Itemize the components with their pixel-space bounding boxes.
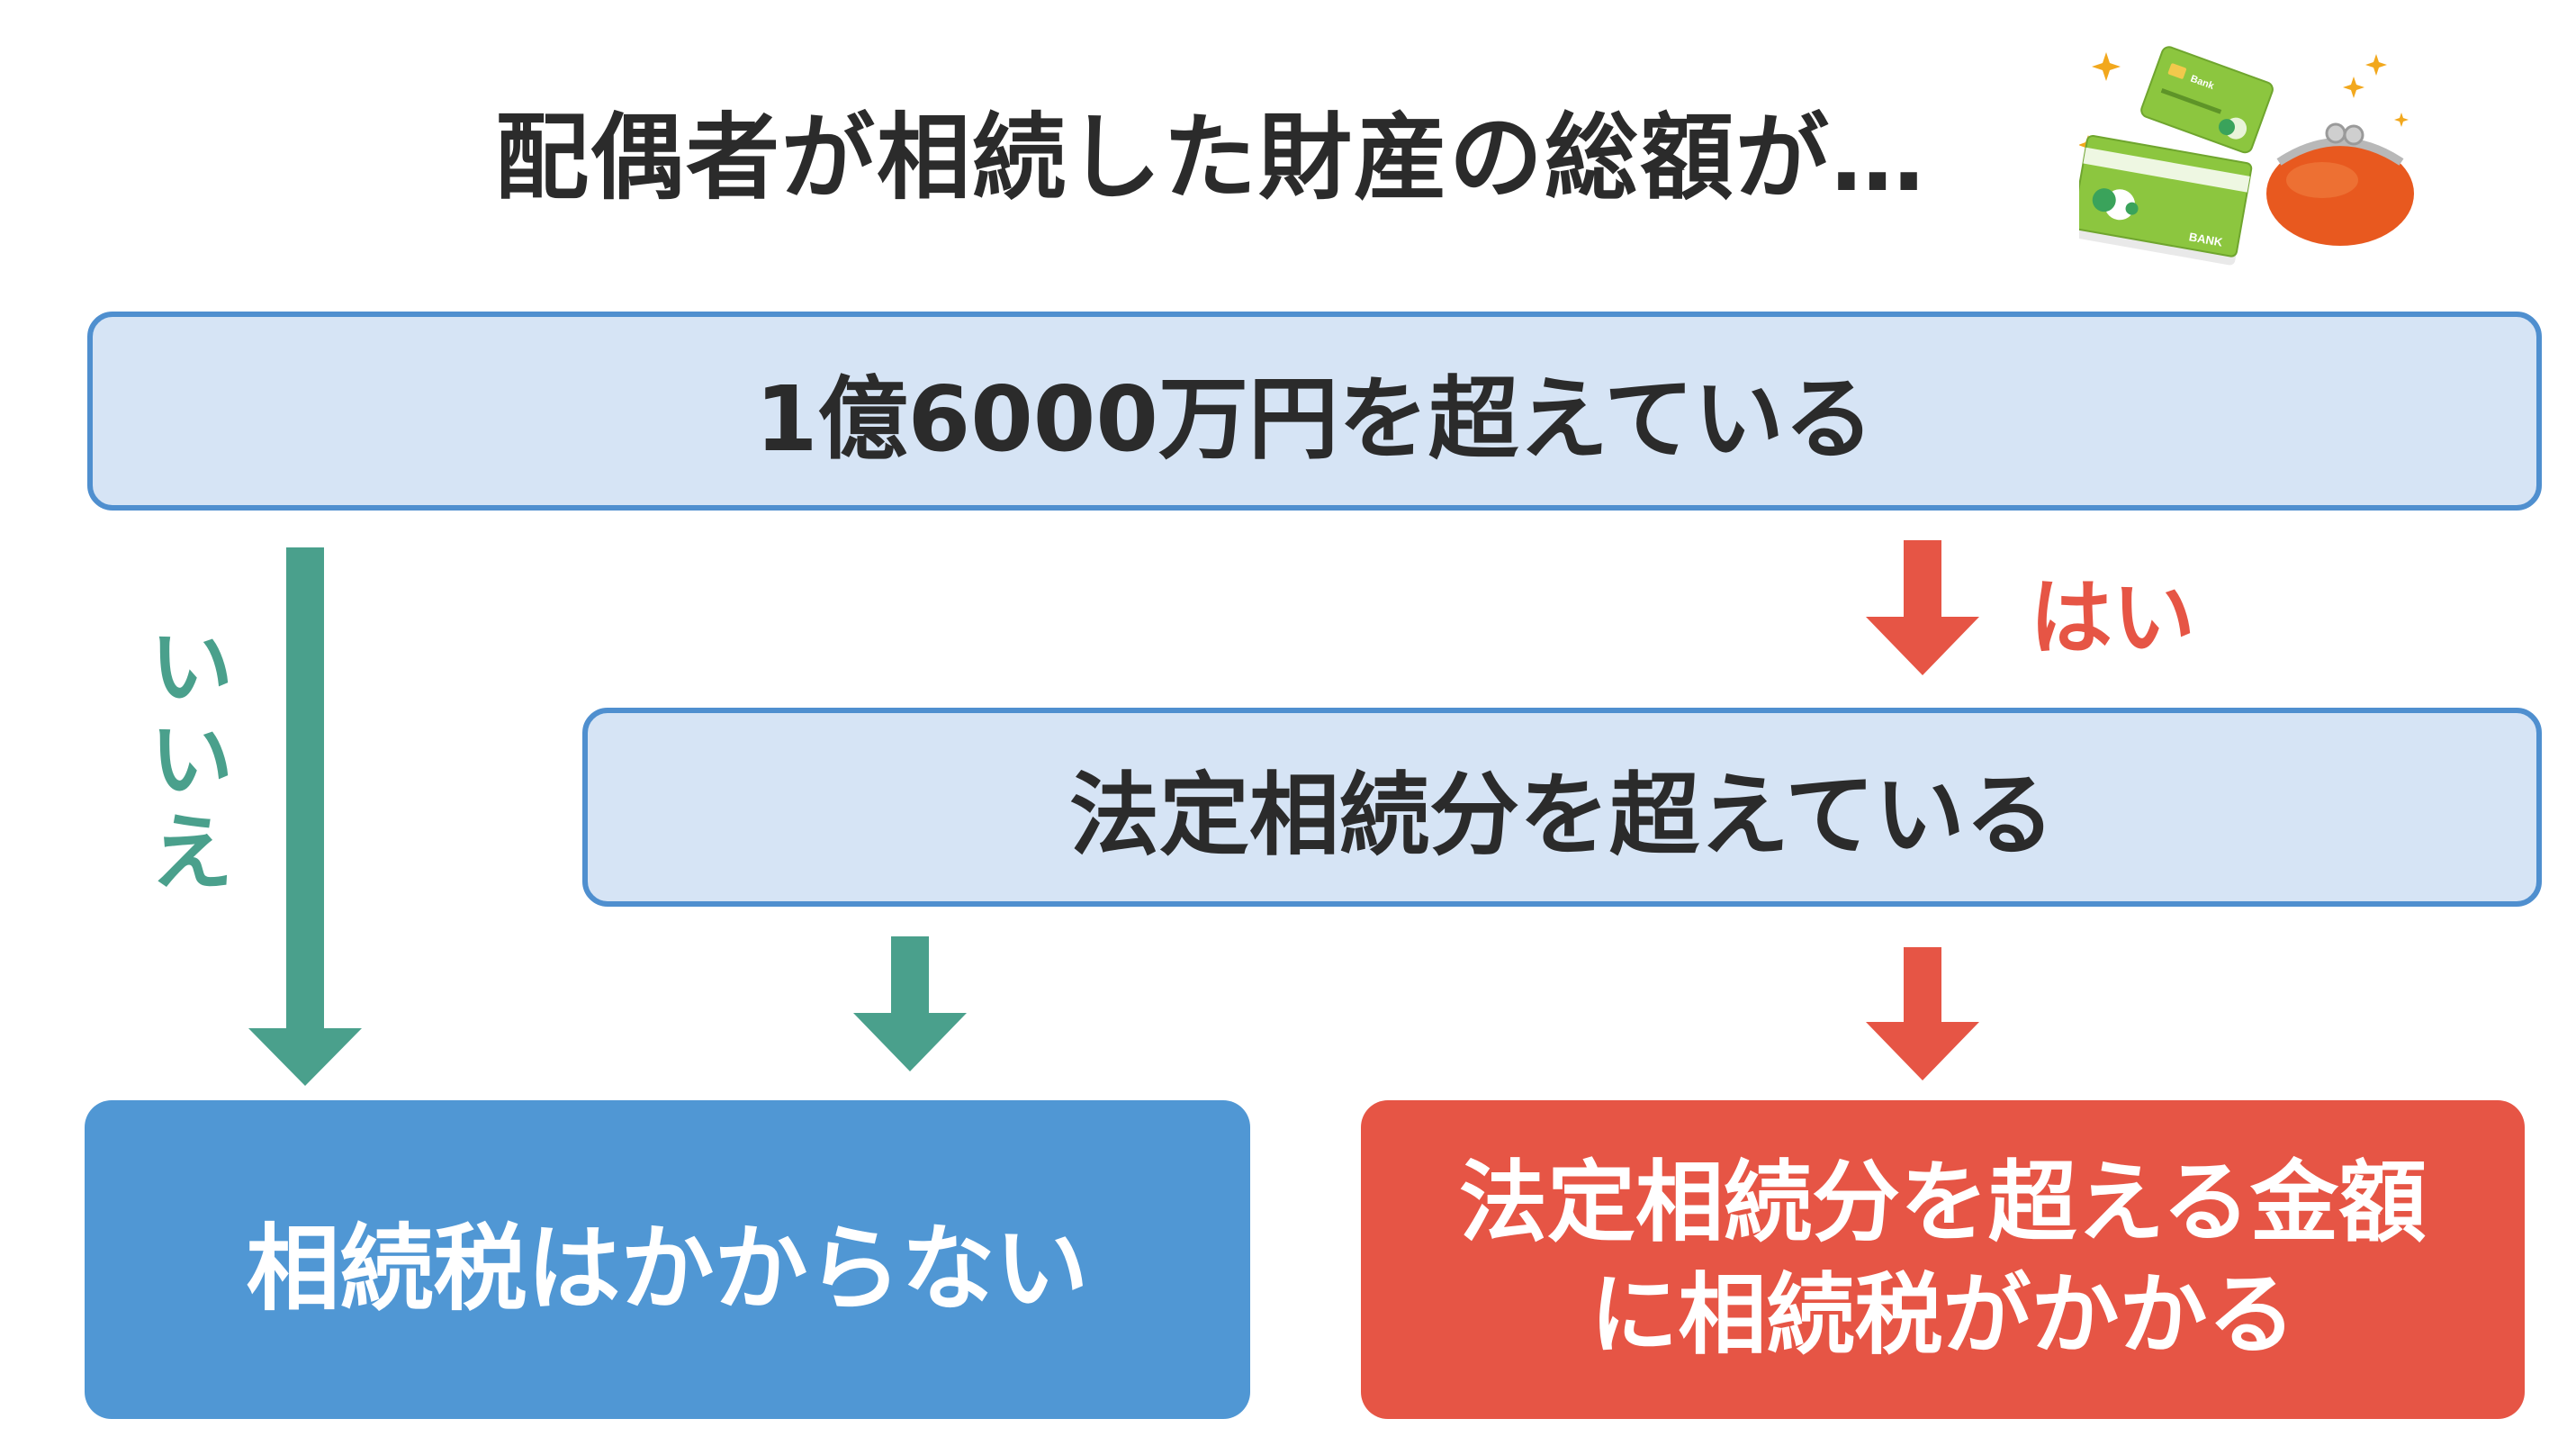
result-yes-line: に相続税がかかる [1590,1264,2296,1367]
page-title: 配偶者が相続した財産の総額が… [494,103,1926,212]
result-yes-line: 法定相続分を超える金額 [1458,1151,2427,1254]
bankbook-icon: BANK [2079,134,2253,266]
yes-arrow-top [1866,540,1979,675]
credit-card-icon: Bank [2140,46,2274,154]
no-arrow-long [248,547,362,1086]
no-label-char: い [149,619,233,716]
result-tax-on-excess: 法定相続分を超える金額 に相続税がかかる [1361,1100,2525,1419]
no-label-char: い [149,712,233,809]
yes-arrow-bottom [1866,947,1979,1080]
question-box-total-assets: 1億6000万円を超えている [87,312,2542,511]
coin-purse-icon [2266,122,2414,246]
no-arrow-short [853,936,967,1071]
no-label: い い え [142,621,241,899]
yes-label: はい [2030,570,2196,666]
result-no-tax: 相続税はかからない [85,1100,1250,1419]
wallet-and-cards-icon: Bank BANK [2079,46,2414,266]
bankbook-label: BANK [2188,230,2224,249]
question-box-statutory-share: 法定相続分を超えている [582,708,2542,907]
no-label-char: え [149,805,233,902]
